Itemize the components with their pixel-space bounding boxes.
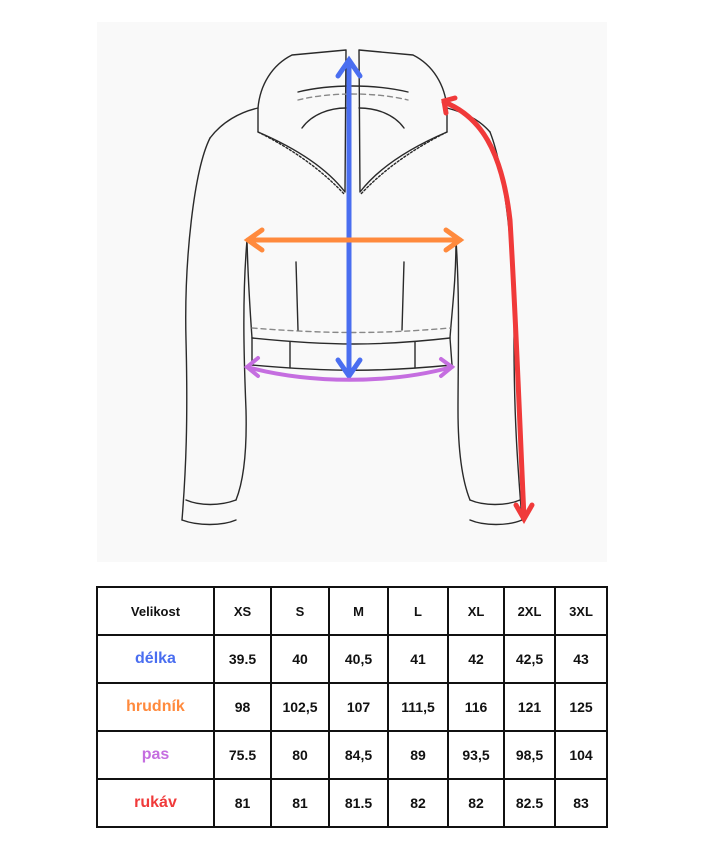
jacket-outline [181, 49, 523, 526]
table-cell: 75.5 [213, 730, 272, 780]
row-label: pas [96, 730, 215, 780]
table-cell: 84,5 [328, 730, 389, 780]
table-cell: 82 [447, 778, 505, 828]
waist-arrow [243, 356, 456, 382]
header-size-l: L [387, 586, 449, 636]
header-size-3xl: 3XL [554, 586, 608, 636]
jacket-diagram [181, 49, 535, 526]
table-cell: 98 [213, 682, 272, 732]
table-cell: 82 [387, 778, 449, 828]
table-cell: 104 [554, 730, 608, 780]
table-cell: 43 [554, 634, 608, 684]
table-cell: 40 [270, 634, 330, 684]
row-label: rukáv [96, 778, 215, 828]
table-cell: 121 [503, 682, 556, 732]
header-size-xl: XL [447, 586, 505, 636]
table-cell: 41 [387, 634, 449, 684]
length-arrow [335, 55, 363, 381]
table-cell: 40,5 [328, 634, 389, 684]
row-label: délka [96, 634, 215, 684]
row-label: hrudník [96, 682, 215, 732]
sleeve-arrow [441, 95, 535, 525]
table-cell: 82.5 [503, 778, 556, 828]
table-cell: 125 [554, 682, 608, 732]
table-cell: 81 [270, 778, 330, 828]
table-cell: 81.5 [328, 778, 389, 828]
chest-arrow [243, 227, 465, 253]
header-size-2xl: 2XL [503, 586, 556, 636]
header-size-m: M [328, 586, 389, 636]
table-cell: 42 [447, 634, 505, 684]
header-size-label: Velikost [96, 586, 215, 636]
table-cell: 107 [328, 682, 389, 732]
table-cell: 116 [447, 682, 505, 732]
table-cell: 111,5 [387, 682, 449, 732]
table-cell: 89 [387, 730, 449, 780]
table-cell: 80 [270, 730, 330, 780]
table-cell: 42,5 [503, 634, 556, 684]
table-cell: 93,5 [447, 730, 505, 780]
table-cell: 39.5 [213, 634, 272, 684]
header-size-s: S [270, 586, 330, 636]
table-cell: 102,5 [270, 682, 330, 732]
header-size-xs: XS [213, 586, 272, 636]
table-cell: 98,5 [503, 730, 556, 780]
table-cell: 81 [213, 778, 272, 828]
table-cell: 83 [554, 778, 608, 828]
